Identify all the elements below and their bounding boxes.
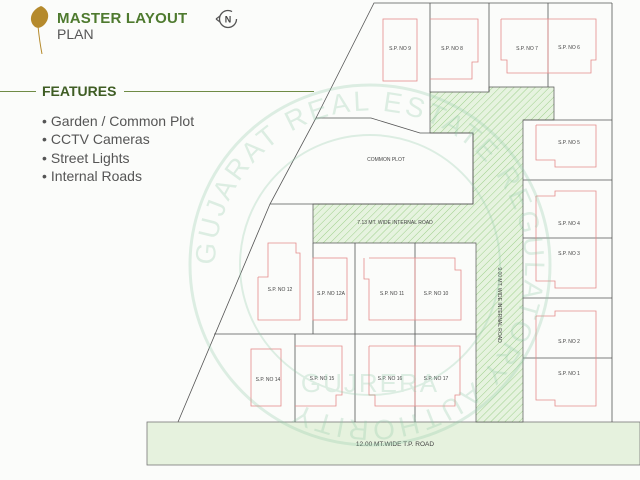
common-plot-label: COMMON PLOT	[367, 157, 405, 163]
plot-label: S.P. NO 15	[310, 376, 335, 382]
plot-label: S.P. NO 14	[256, 377, 281, 383]
plot-label: S.P. NO 5	[558, 140, 580, 146]
plot-label: S.P. NO 12	[268, 287, 293, 293]
plot-label: S.P. NO 17	[424, 376, 449, 382]
page-title: MASTER LAYOUT	[57, 10, 188, 27]
logo-leaf-icon	[28, 4, 54, 59]
features-list: Garden / Common Plot CCTV Cameras Street…	[42, 112, 194, 185]
feature-item: Street Lights	[42, 149, 194, 167]
building-footprints	[250, 18, 597, 407]
plot-label: S.P. NO 2	[558, 339, 580, 345]
vertical-road-label: 9.00 MT. WIDE INTERNAL ROAD	[496, 267, 502, 343]
feature-item: Garden / Common Plot	[42, 112, 194, 130]
feature-item: Internal Roads	[42, 167, 194, 185]
horizontal-road-label: 7.13 MT. WIDE INTERNAL ROAD	[357, 220, 433, 226]
plot-label: S.P. NO 9	[389, 46, 411, 52]
features-heading: FEATURES	[0, 82, 315, 102]
north-compass-icon: N	[213, 8, 241, 35]
plot-label: S.P. NO 3	[558, 251, 580, 257]
plot-label: S.P. NO 7	[516, 46, 538, 52]
plot-label: S.P. NO 1	[558, 371, 580, 377]
watermark-center-text: GUJRERA	[301, 368, 439, 398]
plot-label: S.P. NO 12A	[317, 291, 346, 297]
page-subtitle: PLAN	[57, 26, 94, 42]
main-road-label: 12.00 MT.WIDE T.P. ROAD	[356, 441, 434, 448]
plot-label: S.P. NO 11	[380, 291, 404, 297]
feature-item: CCTV Cameras	[42, 130, 194, 148]
plot-label: S.P. NO 6	[558, 45, 580, 51]
features-title: FEATURES	[42, 83, 117, 99]
plot-label: S.P. NO 8	[441, 46, 463, 52]
plot-label: S.P. NO 16	[378, 376, 403, 382]
plot-labels: S.P. NO 9 S.P. NO 8 S.P. NO 7 S.P. NO 6 …	[256, 45, 580, 383]
plot-label: S.P. NO 10	[424, 291, 449, 297]
main-road	[146, 421, 640, 466]
plot-label: S.P. NO 4	[558, 221, 580, 227]
svg-text:N: N	[225, 15, 232, 25]
